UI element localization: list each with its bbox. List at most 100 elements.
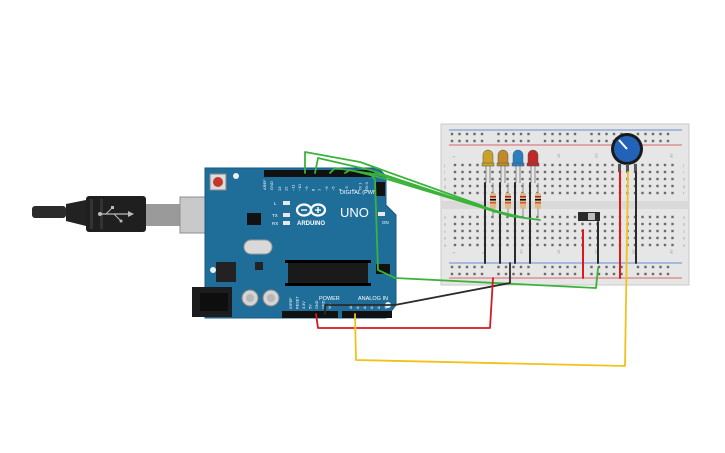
digital-pin-label: ~11 [290, 184, 295, 191]
wire-yellow [354, 171, 629, 367]
analog-pin-label: A2 [363, 304, 367, 309]
power-pin-label: 5V [309, 304, 313, 309]
power-pin-label: RESET [296, 296, 300, 309]
row-letter: f [683, 191, 685, 196]
column-number: 10 [519, 249, 524, 254]
led-l-label: L [274, 201, 277, 206]
row-letter: e [683, 215, 686, 220]
power-pin-label: IOREF [289, 297, 293, 309]
row-letter: c [444, 229, 446, 234]
usb-chip [247, 213, 261, 225]
digital-pin-label: ~9 [304, 186, 309, 191]
row-letter: b [683, 236, 686, 241]
row-letter: g [444, 184, 446, 189]
row-letter: g [683, 184, 685, 189]
digital-pin-label: 4 [337, 188, 342, 191]
on-led [378, 212, 385, 216]
digital-pin-label: 2 [351, 188, 356, 191]
gnd-label: GND [269, 181, 274, 190]
logo-text: ARDUINO [297, 221, 325, 227]
analog-header[interactable] [342, 311, 392, 318]
analog-pin-label: A5 [384, 304, 388, 309]
wires[interactable] [304, 151, 637, 367]
digital-header-label: DIGITAL (PWM~) [340, 190, 383, 196]
row-letter: i [444, 170, 445, 175]
led-rx-label: RX [272, 221, 278, 226]
row-letter: a [683, 243, 686, 248]
column-number: 20 [594, 153, 599, 158]
digital-pin-label: ~10 [297, 183, 302, 191]
column-number: 15 [556, 153, 561, 158]
digital-pin-label: RX 0 [364, 181, 369, 191]
row-letter: i [683, 170, 684, 175]
crystal [243, 239, 273, 255]
icsp-header-2 [376, 264, 390, 274]
usb-cable[interactable] [32, 196, 231, 234]
resistor[interactable] [505, 183, 511, 218]
analog-header-label: ANALOG IN [358, 296, 388, 302]
row-letter: a [444, 243, 447, 248]
row-letter: c [683, 229, 685, 234]
row-letter: h [683, 177, 685, 182]
analog-pin-label: A4 [377, 304, 381, 309]
led[interactable] [496, 149, 510, 183]
digital-pin-label: TX 1 [357, 182, 362, 191]
power-header-label: POWER [319, 296, 340, 302]
resistor[interactable] [535, 183, 541, 218]
analog-pin-label: A3 [370, 304, 374, 309]
column-number: 15 [556, 249, 561, 254]
usb-icon [98, 206, 134, 223]
reset-button[interactable] [209, 173, 227, 191]
resistor[interactable] [490, 183, 496, 218]
leds[interactable] [481, 149, 540, 183]
row-letter: j [682, 163, 684, 168]
led[interactable] [481, 149, 495, 183]
digital-pin-label: 8 [311, 188, 316, 191]
power-header[interactable] [282, 311, 338, 318]
wire-green [369, 172, 599, 289]
column-number: 20 [594, 249, 599, 254]
wire-green [329, 167, 526, 219]
led-tx-label: TX [272, 213, 278, 218]
digital-pin-label: 12 [284, 186, 289, 191]
slide-switch[interactable] [578, 212, 600, 221]
arduino-logo: ARDUINO [295, 203, 327, 227]
digital-header[interactable] [264, 170, 374, 177]
power-pin-label: GND [315, 300, 319, 309]
resistors[interactable] [490, 183, 541, 218]
potentiometer[interactable] [611, 133, 643, 172]
row-letter: d [683, 222, 685, 227]
column-number: 30 [669, 153, 674, 158]
power-jack[interactable] [192, 287, 232, 317]
led[interactable] [526, 149, 540, 183]
capacitors [241, 289, 280, 307]
row-letter: e [444, 215, 447, 220]
row-letter: b [444, 236, 447, 241]
power-pin-label: 3.3V [302, 301, 306, 309]
aref-label: AREF [262, 179, 267, 190]
model-name: UNO [340, 205, 369, 220]
column-number: 1 [451, 251, 456, 254]
wire-black [324, 262, 511, 315]
column-number: 5 [481, 251, 486, 254]
column-number: 25 [631, 249, 636, 254]
status-leds: L TX RX [272, 201, 290, 226]
resistor[interactable] [520, 183, 526, 218]
analog-pin-label: A0 [349, 304, 353, 309]
row-letter: d [444, 222, 446, 227]
voltage-regulator [216, 262, 236, 282]
power-pin-label: Vin [328, 304, 332, 309]
led[interactable] [511, 149, 525, 183]
digital-pin-label: ~5 [331, 186, 336, 191]
wire-green [344, 169, 541, 221]
wire-red [315, 277, 494, 329]
analog-pin-label: A1 [356, 304, 360, 309]
row-letter: h [444, 177, 446, 182]
row-letter: j [443, 163, 445, 168]
digital-pin-label: 7 [317, 188, 322, 191]
